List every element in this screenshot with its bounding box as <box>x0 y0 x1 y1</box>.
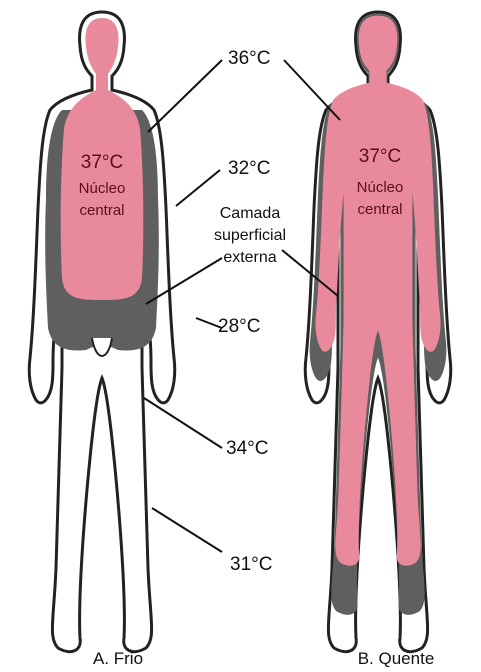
leader-foot <box>152 508 222 552</box>
warm-core-temp: 37°C <box>359 146 401 167</box>
warm-core-label-line-2: central <box>357 201 402 218</box>
temp-foot-label: 31°C <box>230 554 272 575</box>
temp-head-label: 36°C <box>228 48 270 69</box>
cold-core-temp: 37°C <box>81 152 123 173</box>
cold-core-label-line-2: central <box>79 202 124 219</box>
caption-cold: A. Frio <box>93 649 143 668</box>
layer-label-line-2: superficial <box>214 227 286 244</box>
leader-head-warm <box>284 60 340 120</box>
warm-core-label-line-1: Núcleo <box>357 179 404 196</box>
leader-upper-arm <box>176 170 220 206</box>
cold-core-label-line-1: Núcleo <box>79 180 126 197</box>
leader-thigh <box>144 398 222 448</box>
layer-label-line-3: externa <box>223 249 276 266</box>
caption-warm: B. Quente <box>358 649 435 668</box>
leader-head-cold <box>148 60 222 132</box>
layer-label-line-1: Camada <box>220 205 281 222</box>
cold-figure <box>29 12 175 652</box>
temp-thigh-label: 34°C <box>226 438 268 459</box>
temp-upper-arm-label: 32°C <box>228 158 270 179</box>
warm-figure <box>305 12 451 652</box>
temp-hand-label: 28°C <box>218 316 260 337</box>
